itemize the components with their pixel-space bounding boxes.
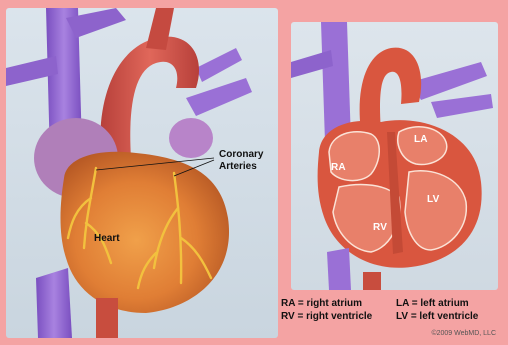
heart-exterior-illustration xyxy=(6,8,278,338)
descending-aorta xyxy=(96,298,118,338)
heart-exterior-panel: Coronary Arteries Heart xyxy=(6,8,278,338)
right-atrium-chamber xyxy=(329,132,379,181)
inferior-vena-cava xyxy=(36,268,72,338)
heart-crosssection-panel: RA RV LA LV xyxy=(291,22,498,290)
ra-label: RA xyxy=(331,162,346,173)
heart-label: Heart xyxy=(94,233,120,245)
left-atrium-chamber xyxy=(398,127,447,165)
chamber-legend: RA = right atrium LA = left atrium RV = … xyxy=(281,297,501,323)
la-label: LA xyxy=(414,134,428,145)
copyright-notice: ©2009 WebMD, LLC xyxy=(431,330,496,337)
lv-label: LV xyxy=(427,194,439,205)
coronary-label-line2: Arteries xyxy=(219,161,263,173)
legend-rv: RV = right ventricle xyxy=(281,310,396,323)
legend-lv: LV = left ventricle xyxy=(396,310,478,323)
legend-row: RV = right ventricle LV = left ventricle xyxy=(281,310,501,323)
rv-label: RV xyxy=(373,222,387,233)
legend-row: RA = right atrium LA = left atrium xyxy=(281,297,501,310)
coronary-label-line1: Coronary xyxy=(219,149,263,161)
legend-ra: RA = right atrium xyxy=(281,297,396,310)
heart-crosssection-illustration xyxy=(291,22,498,290)
legend-la: LA = left atrium xyxy=(396,297,469,310)
